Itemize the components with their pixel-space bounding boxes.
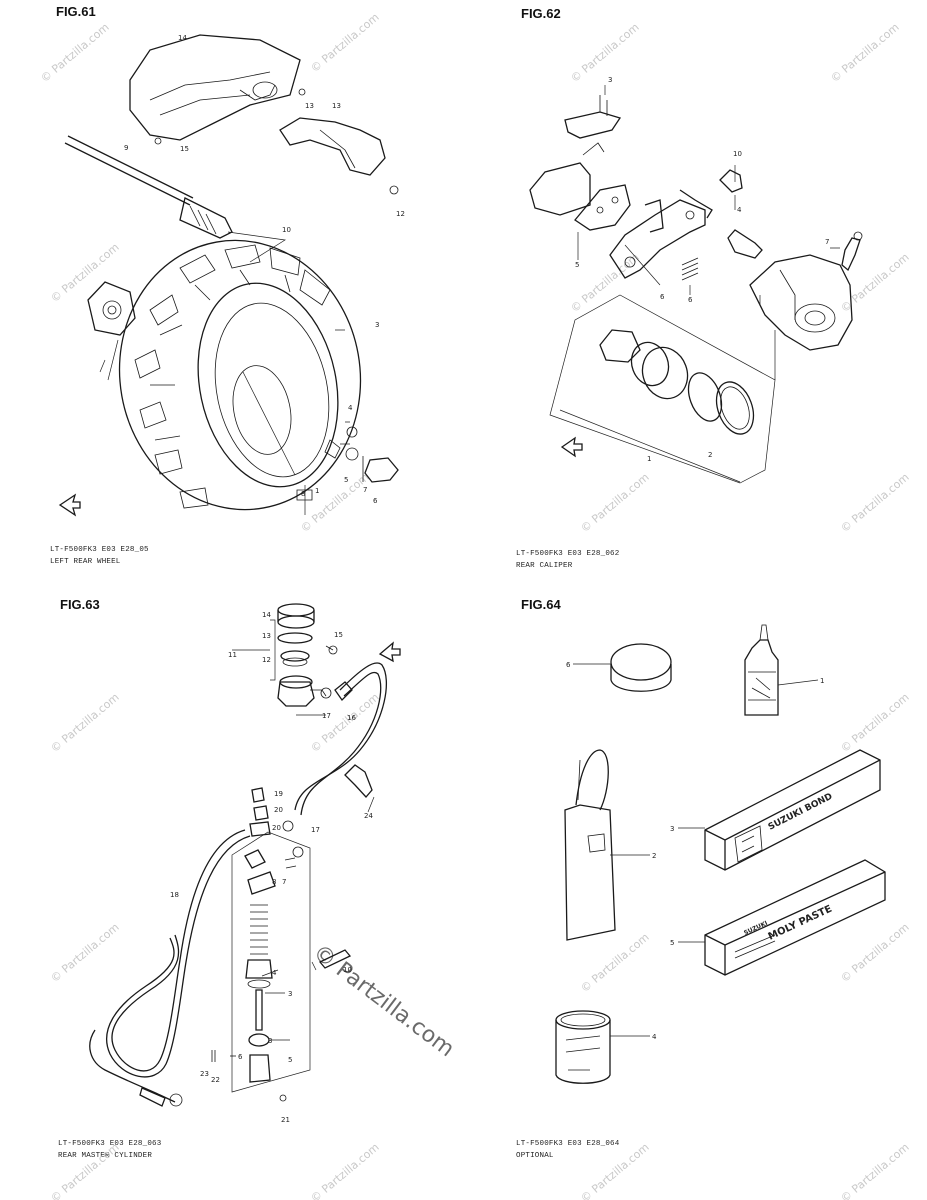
watermark: © Partzilla.com bbox=[308, 691, 381, 756]
watermark: © Partzilla.com bbox=[308, 11, 381, 76]
callout: 13 bbox=[305, 102, 314, 110]
watermark: © Partzilla.com bbox=[298, 471, 371, 536]
callout: 3 bbox=[288, 990, 292, 998]
callout: 3 bbox=[375, 321, 379, 329]
callout: 19 bbox=[274, 790, 283, 798]
callout: 17 bbox=[311, 826, 320, 834]
watermark: © Partzilla.com bbox=[568, 21, 641, 86]
callout: 4 bbox=[348, 404, 353, 412]
watermark: © Partzilla.com bbox=[578, 471, 651, 536]
callout: 14 bbox=[262, 611, 271, 619]
callout: 5 bbox=[288, 1056, 292, 1064]
watermark: © Partzilla.com bbox=[48, 921, 121, 986]
callout: 6 bbox=[566, 661, 571, 669]
callout: 16 bbox=[347, 714, 356, 722]
callout: 8 bbox=[301, 490, 305, 498]
fig-61-code: LT-F500FK3 E03 E28_05 bbox=[50, 546, 149, 554]
callout: 7 bbox=[825, 238, 829, 246]
callout: 4 bbox=[272, 969, 277, 977]
callout: 1 bbox=[315, 487, 319, 495]
callout: 2 bbox=[652, 852, 656, 860]
callout: 2 bbox=[708, 451, 712, 459]
watermark: © Partzilla.com bbox=[578, 1141, 651, 1200]
callout: 5 bbox=[344, 476, 348, 484]
fig-title-62: FIG.62 bbox=[521, 6, 561, 21]
watermark-layer: © Partzilla.com © Partzilla.com © Partzi… bbox=[38, 11, 911, 1200]
callout: 22 bbox=[211, 1076, 220, 1084]
callout: 6 bbox=[238, 1053, 243, 1061]
watermark: © Partzilla.com bbox=[48, 241, 121, 306]
watermark: © Partzilla.com bbox=[308, 1141, 381, 1200]
callout: 15 bbox=[334, 631, 343, 639]
callout: 10 bbox=[343, 966, 352, 974]
fig-title-63: FIG.63 bbox=[60, 597, 100, 612]
callout: 5 bbox=[575, 261, 579, 269]
callout: 10 bbox=[282, 226, 291, 234]
fig-61-diagram: 14 15 13 13 12 9 10 3 4 5 6 7 8 1 bbox=[58, 34, 405, 517]
callout: 17 bbox=[322, 712, 331, 720]
callout: 7 bbox=[282, 878, 286, 886]
callout: 14 bbox=[178, 34, 187, 42]
fig-62-code: LT-F500FK3 E03 E28_062 bbox=[516, 550, 620, 558]
fig-62-diagram: 3 10 4 7 6 5 6 1 2 bbox=[529, 76, 863, 484]
callout: 12 bbox=[396, 210, 405, 218]
callout: 5 bbox=[670, 939, 674, 947]
callout: 21 bbox=[281, 1116, 290, 1124]
watermark: © Partzilla.com bbox=[838, 921, 911, 986]
callout: 1 bbox=[647, 455, 651, 463]
callout: 7 bbox=[363, 486, 367, 494]
callout: 23 bbox=[200, 1070, 209, 1078]
fig-title-64: FIG.64 bbox=[521, 597, 561, 612]
callout: 1 bbox=[820, 677, 824, 685]
callout: 13 bbox=[332, 102, 341, 110]
callout: 6 bbox=[373, 497, 378, 505]
paste-box-label: MOLY PASTE bbox=[767, 904, 834, 943]
callout: 6 bbox=[660, 293, 665, 301]
callout: 13 bbox=[262, 632, 271, 640]
callout: 11 bbox=[228, 651, 237, 659]
callout: 18 bbox=[170, 891, 179, 899]
callout: 10 bbox=[733, 150, 742, 158]
callout: 3 bbox=[608, 76, 612, 84]
watermark: © Partzilla.com bbox=[838, 1141, 911, 1200]
bond-box-label: SUZUKI BOND bbox=[767, 792, 834, 833]
callout: 6 bbox=[688, 296, 693, 304]
callout: 3 bbox=[268, 1037, 272, 1045]
watermark: © Partzilla.com bbox=[38, 21, 111, 86]
callout: 9 bbox=[124, 144, 128, 152]
callout: 24 bbox=[364, 812, 373, 820]
watermark-large: © Partzilla.com bbox=[308, 940, 459, 1062]
watermark: © Partzilla.com bbox=[828, 21, 901, 86]
callout: 12 bbox=[262, 656, 271, 664]
callout: 4 bbox=[737, 206, 742, 214]
callout: 8 bbox=[272, 878, 276, 886]
callout: 15 bbox=[180, 145, 189, 153]
paste-brand-label: SUZUKI bbox=[743, 920, 769, 937]
fig-63-diagram: 14 13 11 12 15 17 16 19 20 20 17 24 18 1… bbox=[89, 603, 401, 1124]
fig-title-61: FIG.61 bbox=[56, 4, 96, 19]
watermark: © Partzilla.com bbox=[838, 691, 911, 756]
watermark: © Partzilla.com bbox=[838, 471, 911, 536]
callout: 3 bbox=[670, 825, 674, 833]
fig-62-caption: REAR CALIPER bbox=[516, 562, 573, 570]
fig-64-diagram: 6 1 2 SUZUKI BOND 3 SUZUKI MOLY PASTE 5 bbox=[555, 624, 886, 1084]
watermark: © Partzilla.com bbox=[48, 691, 121, 756]
callout: 4 bbox=[652, 1033, 657, 1041]
fig-61-caption: LEFT REAR WHEEL bbox=[50, 558, 121, 566]
fig-64-code: LT-F500FK3 E03 E28_064 bbox=[516, 1140, 620, 1148]
fig-64-caption: OPTIONAL bbox=[516, 1152, 554, 1160]
watermark: © Partzilla.com bbox=[578, 931, 651, 996]
fig-63-caption: REAR MASTER CYLINDER bbox=[58, 1152, 153, 1160]
callout: 20 bbox=[272, 824, 281, 832]
watermark: © Partzilla.com bbox=[48, 1141, 121, 1200]
fig-63-code: LT-F500FK3 E03 E28_063 bbox=[58, 1140, 162, 1148]
callout: 20 bbox=[274, 806, 283, 814]
